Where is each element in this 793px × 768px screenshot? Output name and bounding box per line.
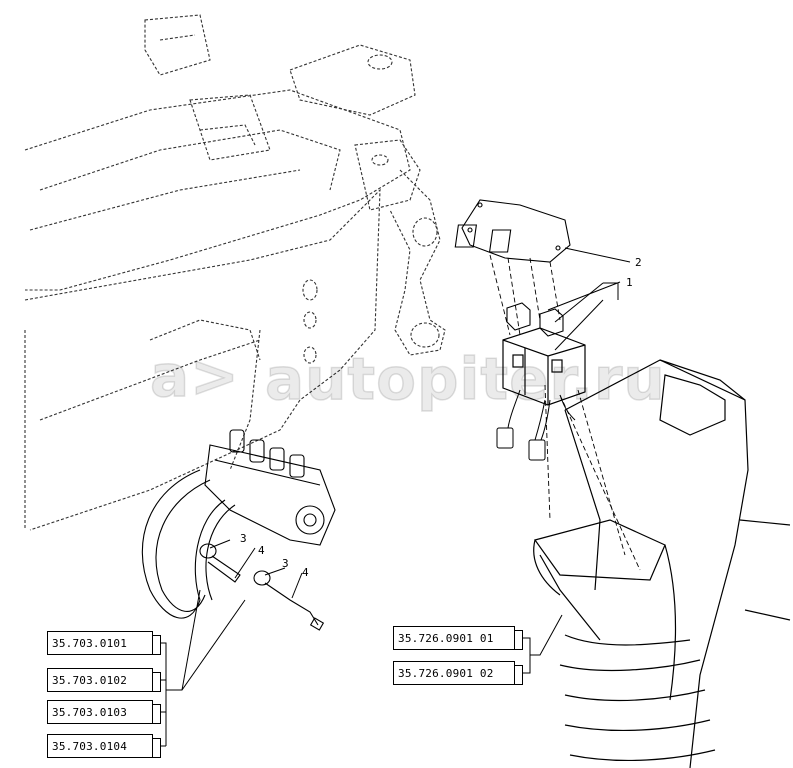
- callout-leaders: [209, 247, 631, 599]
- callout-3: 3: [240, 532, 247, 545]
- switch-body: [502, 327, 586, 406]
- ref-box-35-703-0102[interactable]: 35.703.0102: [47, 668, 161, 692]
- machine-frame: [24, 14, 446, 619]
- callout-3b: 3: [282, 557, 289, 570]
- ref-box-35-726-0901-02[interactable]: 35.726.0901 02: [393, 661, 523, 685]
- console-housing: [533, 359, 791, 768]
- switch-plate: [454, 199, 571, 263]
- switch-wiring: [496, 389, 576, 461]
- callout-1: 1: [626, 276, 633, 289]
- sensor-harness: [199, 543, 325, 631]
- callout-2: 2: [635, 256, 642, 269]
- projection-lines: [489, 254, 641, 571]
- watermark-brand: autopiter.ru: [264, 344, 666, 414]
- callout-4b: 4: [302, 566, 309, 579]
- callout-4: 4: [258, 544, 265, 557]
- reference-leaders: [158, 589, 563, 747]
- ref-box-35-703-0101[interactable]: 35.703.0101: [47, 631, 161, 655]
- ref-box-35-726-0901-01[interactable]: 35.726.0901 01: [393, 626, 523, 650]
- ref-box-35-703-0103[interactable]: 35.703.0103: [47, 700, 161, 724]
- watermark-logo: a>: [149, 341, 240, 411]
- control-valve: [204, 429, 336, 546]
- ref-box-35-703-0104[interactable]: 35.703.0104: [47, 734, 161, 758]
